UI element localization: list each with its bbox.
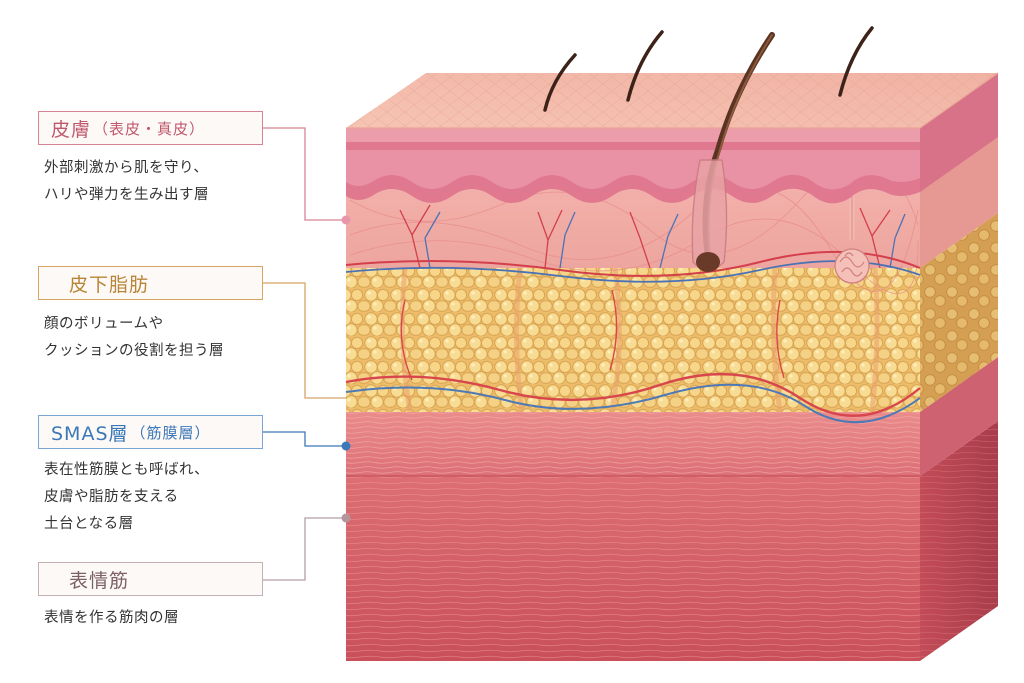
skin-label-title: 皮膚 [51,118,92,141]
smas-label: SMAS層 （筋膜層） [38,415,263,449]
skin-surface [346,72,999,129]
description-line: ハリや弾力を生み出す層 [44,187,209,203]
skin-label-subtitle: （表皮・真皮） [93,119,206,138]
fat-label: 皮下脂肪 [38,266,263,300]
smas-description: 表在性筋膜とも呼ばれ、 皮膚や脂肪を支える 土台となる層 [44,457,209,538]
fat-description: 顔のボリュームや クッションの役割を担う層 [44,311,224,365]
skin-label: 皮膚 （表皮・真皮） [38,111,263,145]
epidermis-layer [346,73,998,204]
smas-pointer-dot [341,441,351,451]
smas-label-title: SMAS層 [51,422,129,445]
muscle-layer [346,421,998,661]
muscle-label-title: 表情筋 [69,569,130,592]
hair-follicles [543,26,874,272]
muscle-label: 表情筋 [38,562,263,596]
description-line: 皮膚や脂肪を支える [44,489,179,505]
fat-label-title: 皮下脂肪 [69,273,150,296]
description-line: 表在性筋膜とも呼ばれ、 [44,462,210,478]
muscle-pointer-dot [341,513,351,523]
description-line: 外部刺激から肌を守り、 [44,160,209,176]
smas-layer [346,357,998,477]
smas-label-subtitle: （筋膜層） [130,423,211,442]
skin-pointer-dot [341,215,351,225]
description-line: 顔のボリュームや [44,316,164,332]
description-line: クッションの役割を担う層 [44,343,224,359]
description-line: 土台となる層 [44,516,134,532]
fat-layer [345,213,998,424]
connector-lines [263,127,346,581]
skin-description: 外部刺激から肌を守り、 ハリや弾力を生み出す層 [44,155,209,209]
description-line: 表情を作る筋肉の層 [44,610,179,626]
muscle-description: 表情を作る筋肉の層 [44,605,179,632]
